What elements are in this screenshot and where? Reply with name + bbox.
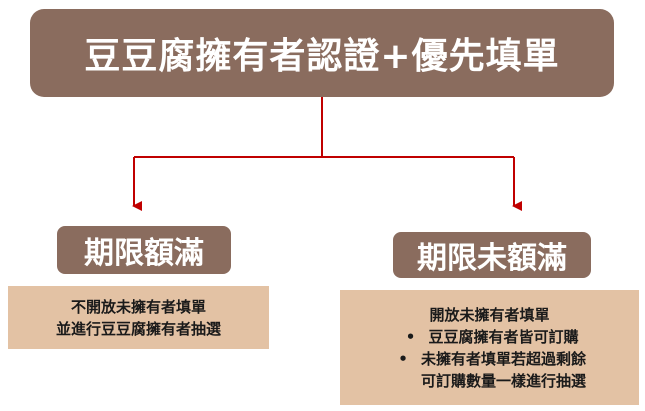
title-box: 豆豆腐擁有者認證+優先填單 [30,9,614,97]
left-desc-line-1: 不開放未擁有者填單 [70,297,206,316]
right-desc-bullet-1-text: 豆豆腐擁有者皆可訂購 [428,327,579,346]
left-branch-description: 不開放未擁有者填單 並進行豆豆腐擁有者抽選 [8,286,269,349]
left-branch-label: 期限額滿 [84,236,204,271]
right-desc-bullet-1: • 豆豆腐擁有者皆可訂購 [400,326,579,348]
right-branch-description: 開放未擁有者填單 • 豆豆腐擁有者皆可訂購 • 未擁有者填單若超過剩餘 可訂購數… [340,290,639,405]
right-desc-bullet-2-text: 未擁有者填單若超過剩餘 [420,349,586,368]
diagram-title: 豆豆腐擁有者認證+優先填單 [84,36,560,77]
right-branch-label: 期限未額滿 [417,241,567,276]
right-desc-heading: 開放未擁有者填單 [429,305,550,324]
left-branch-label-box: 期限額滿 [57,226,231,274]
right-branch-label-box: 期限未額滿 [393,232,591,278]
bullet-dot-icon: • [398,349,408,368]
left-desc-line-2: 並進行豆豆腐擁有者抽選 [55,319,221,338]
right-desc-continuation: 可訂購數量一樣進行抽選 [393,370,586,392]
right-desc-bullet-2: • 未擁有者填單若超過剩餘 [393,348,586,370]
right-desc-continuation-text: 可訂購數量一樣進行抽選 [420,371,586,390]
bullet-dot-icon: • [405,327,416,346]
